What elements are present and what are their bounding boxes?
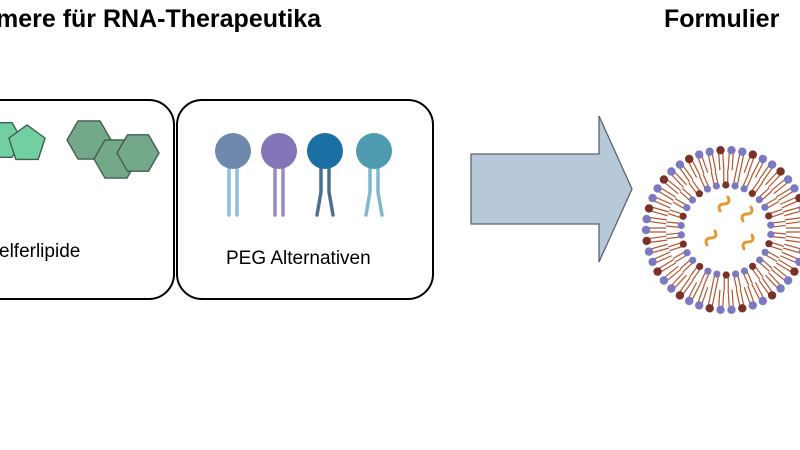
lipid-head-icon [705,304,714,313]
lipid-head-icon [761,248,769,256]
lipid-head-icon [783,175,793,184]
title-left: mere für RNA-Therapeutika [0,5,322,33]
lipid-head-icon [703,185,712,193]
lipid-head-icon [685,154,694,164]
lipid-head-icon [767,230,775,239]
lipid-head-icon [712,182,721,190]
lipid-head-icon [667,167,676,176]
lipid-head-icon [648,257,657,267]
lipid-head-icon [659,175,669,184]
rna-cargo-icon [741,233,755,251]
rna-cargo-icon [740,205,754,223]
lipid-head-icon [748,189,756,198]
lipid-head-icon [307,133,343,169]
hexagon-ring-icon [116,134,160,172]
lipid-head-icon [641,225,651,235]
lipid-head-icon [677,231,685,239]
lipid-molecule-icon [215,133,251,217]
lipid-head-icon [755,196,763,204]
lipid-head-icon [732,270,740,278]
lipid-head-icon [758,296,767,306]
lipid-head-icon [685,296,694,306]
lipid-head-icon [653,267,662,276]
lipid-head-icon [716,305,725,314]
lipid-head-icon [795,193,800,203]
lipid-head-icon [653,184,662,193]
lipid-head-icon [756,256,764,264]
lipid-head-icon [644,204,654,213]
lipid-head-icon [727,146,736,155]
lipid-head-icon [659,276,669,285]
lipid-head-icon [790,184,799,193]
lipid-head-icon [642,214,651,224]
lipid-molecule-icon [307,133,343,217]
lipid-head-icon [683,249,691,257]
lipid-head-icon [679,240,687,248]
lipid-head-icon [761,203,769,211]
lipid-head-icon [675,291,685,300]
lipid-head-icon [748,150,757,159]
lipid-head-icon [261,133,297,169]
lipid-head-icon [740,185,748,193]
lipid-head-icon [705,147,714,156]
lipid-head-icon [795,257,800,267]
lipid-head-icon [644,247,654,256]
lipid-head-icon [683,204,691,212]
lipid-head-icon [740,267,749,275]
lipid-head-icon [765,240,773,248]
lipid-head-icon [696,262,704,271]
lipid-head-icon [695,150,704,159]
lipid-molecule-icon [356,133,392,217]
lipid-head-icon [767,291,777,300]
lipid-head-icon [738,304,747,313]
lipid-head-icon [677,221,685,230]
lipid-molecule-icon [261,133,297,217]
lipid-head-icon [767,221,775,229]
lipid-head-icon [722,181,730,189]
lipid-head-icon [790,267,799,276]
lipid-head-icon [675,160,685,169]
lipid-head-icon [713,270,721,278]
lipid-head-icon [215,133,251,169]
lipid-head-icon [667,284,676,293]
peg-alternative-molecule-icons [215,133,392,217]
lipid-head-icon [758,154,767,164]
lipid-head-icon [704,267,712,275]
lipid-head-icon [716,146,725,155]
lipid-head-icon [695,301,704,310]
lipid-head-icon [765,212,773,220]
lipid-head-icon [722,271,730,279]
peg-alternatives-label: PEG Alternativen [226,248,371,269]
lipid-head-icon [748,301,757,310]
lipid-head-icon [738,147,747,156]
lipid-head-icon [679,212,687,220]
lipid-nanoparticle-icon [641,146,800,314]
title-right: Formulier [664,5,780,33]
right-arrow-icon [470,115,633,263]
lipid-head-icon [648,193,657,203]
rna-cargo-icon [704,229,718,247]
rna-cargo-icon [717,195,731,213]
lipid-head-icon [783,276,793,285]
lipid-head-icon [727,305,736,314]
lipid-head-icon [688,196,697,204]
lipid-head-icon [749,262,757,270]
lipid-head-icon [642,236,651,246]
pentagon-ring-icon [8,124,46,161]
lipid-head-icon [776,284,785,293]
lipid-head-icon [767,160,777,169]
lipid-head-icon [695,190,704,198]
lipid-head-icon [731,182,739,190]
helper-lipids-label: elferlipide [0,241,81,262]
lipid-head-icon [356,133,392,169]
peg-alternatives-panel: PEG Alternativen [176,99,434,300]
lipid-head-icon [776,167,785,176]
lipid-head-icon [689,256,697,264]
helper-lipid-ring-icons [0,120,160,179]
